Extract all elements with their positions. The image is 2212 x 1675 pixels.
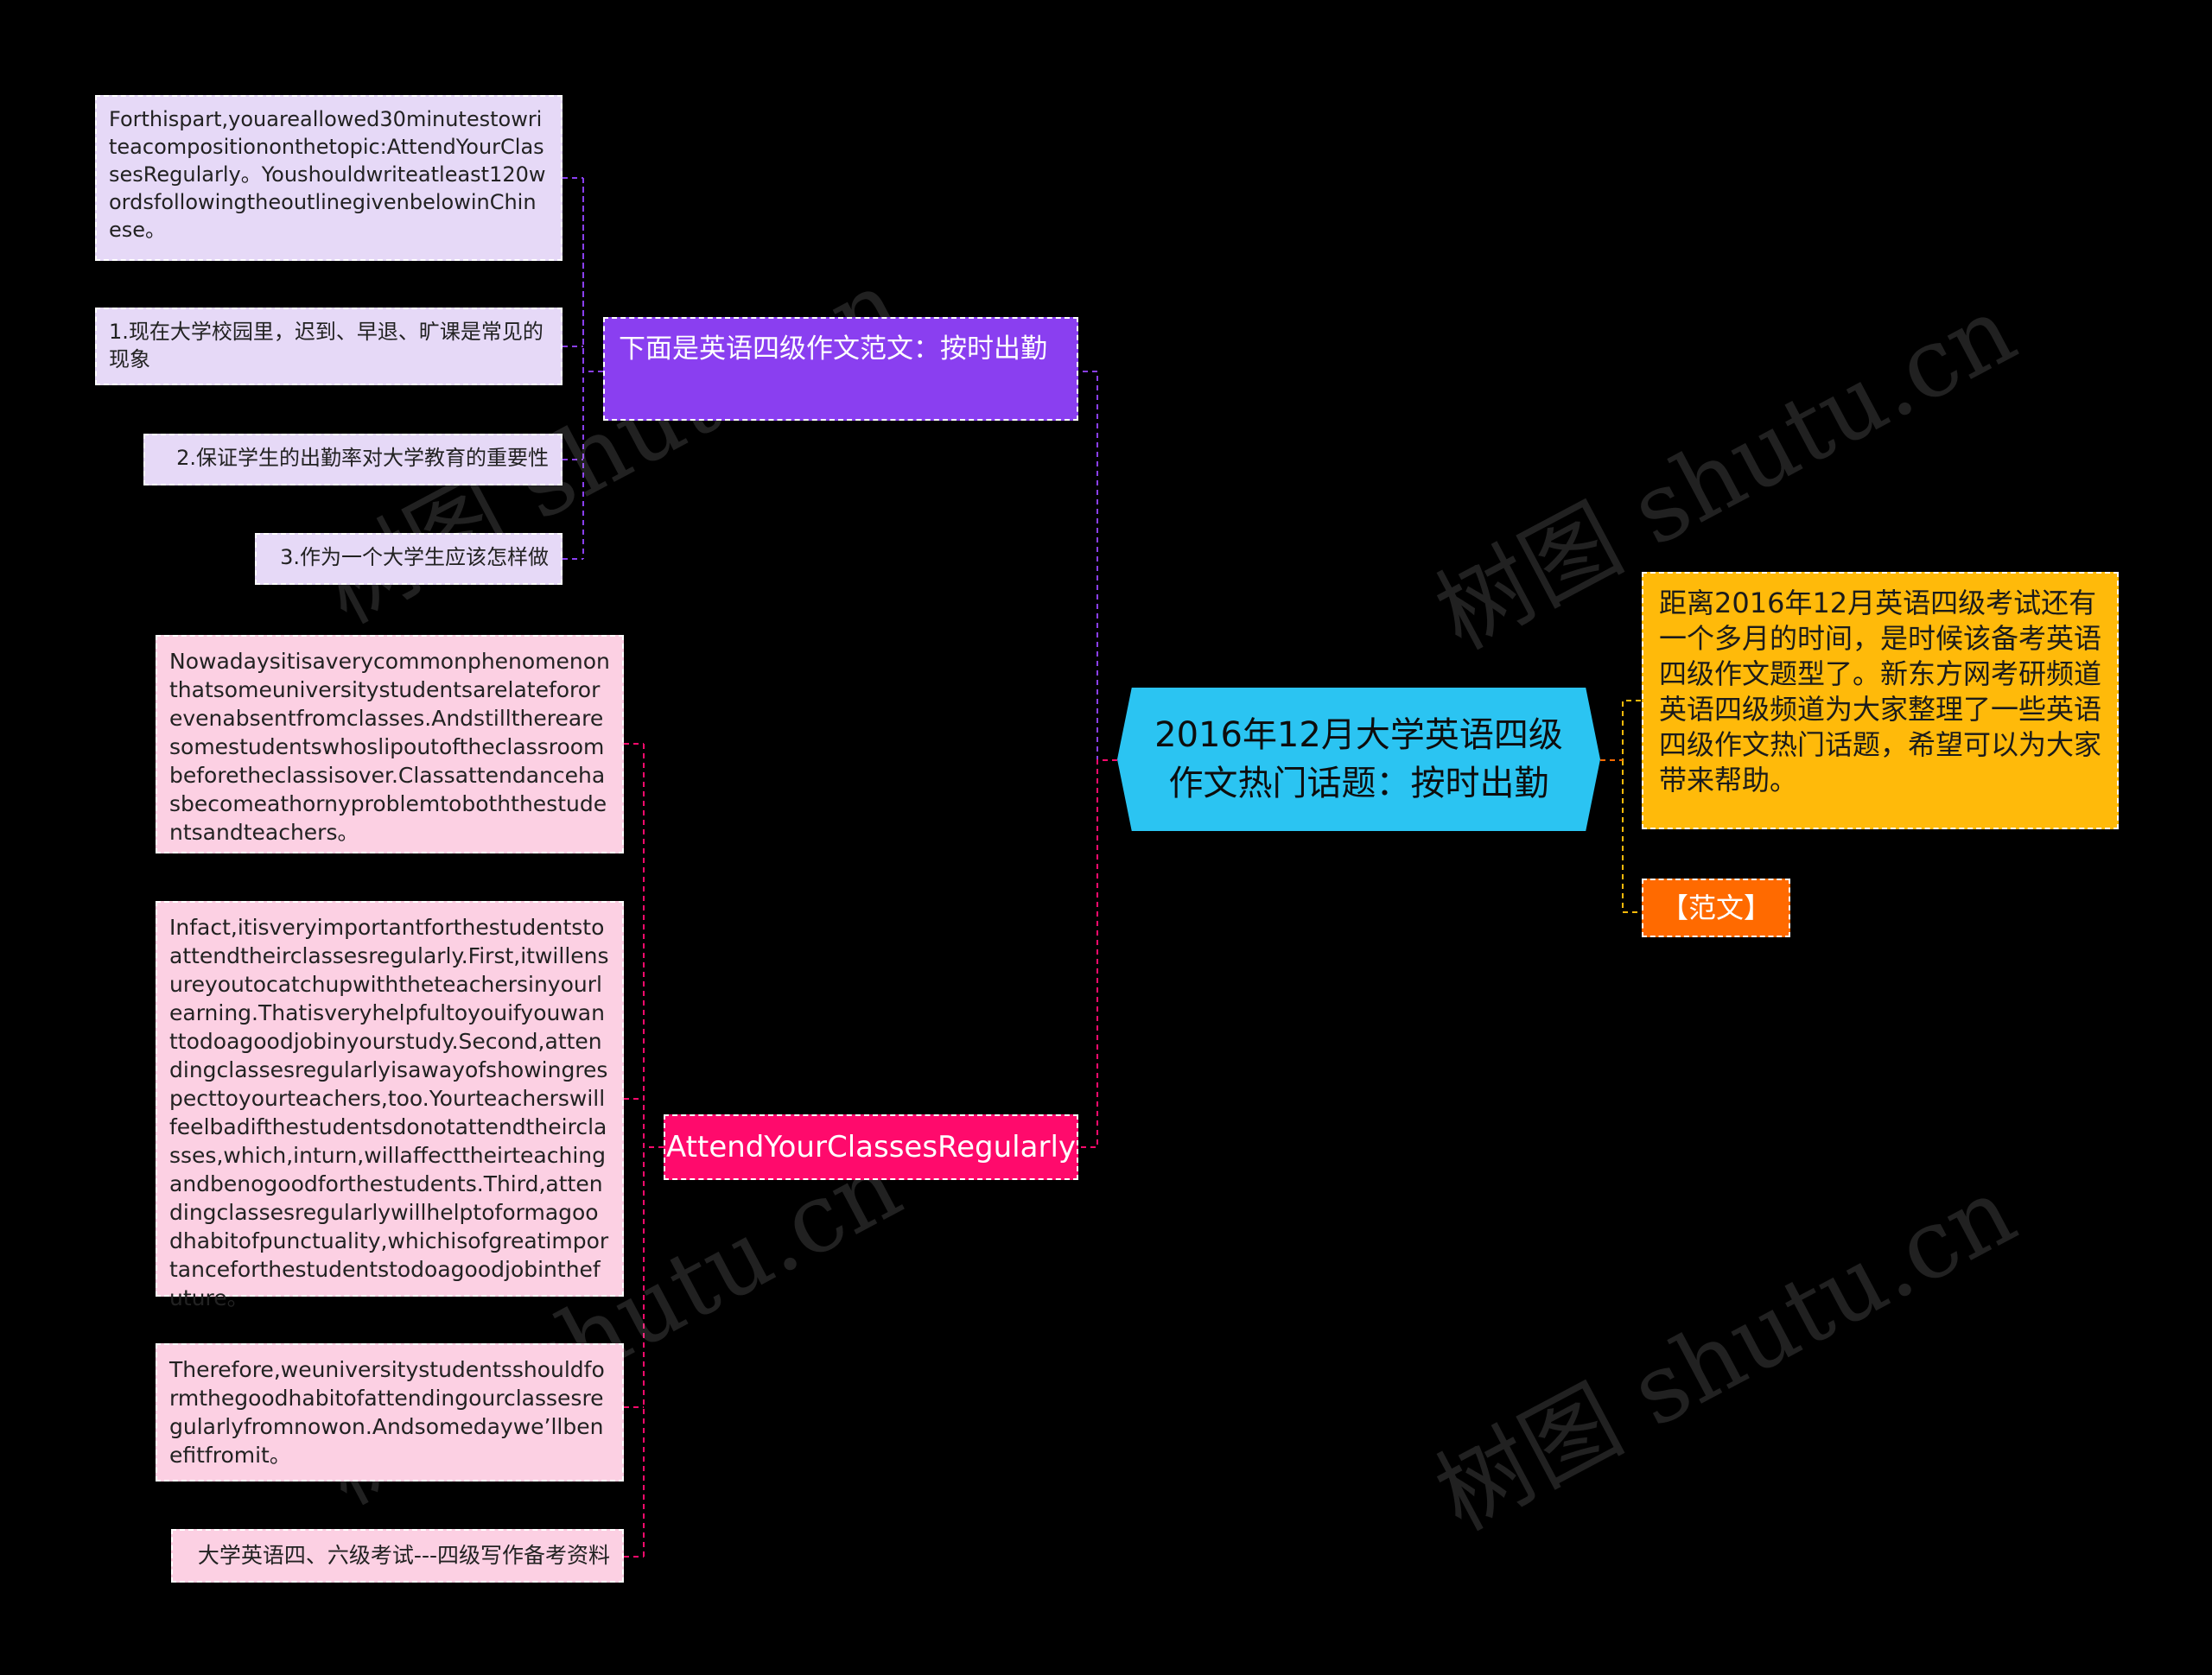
link-center-purple [1078,371,1117,761]
leaf-instructions-text: Forthispart,youareallowed30minutestowrit… [109,107,546,242]
leaf-outline-1[interactable]: 1.现在大学校园里，迟到、早退、旷课是常见的现象 [95,308,563,385]
leaf-paragraph-3[interactable]: Therefore,weuniversitystudentsshouldform… [156,1343,624,1481]
central-topic[interactable]: 2016年12月大学英语四级作文热门话题：按时出勤 [1117,688,1600,831]
leaf-instructions[interactable]: Forthispart,youareallowed30minutestowrit… [95,95,563,261]
central-topic-label: 2016年12月大学英语四级作文热门话题：按时出勤 [1154,715,1563,803]
leaf-outline-3[interactable]: 3.作为一个大学生应该怎样做 [255,533,563,585]
link-center-right [1600,700,1642,913]
leaf-reference[interactable]: 大学英语四、六级考试---四级写作备考资料 [171,1529,624,1583]
leaf-outline-2-text: 2.保证学生的出勤率对大学教育的重要性 [176,446,549,470]
intro-text: 距离2016年12月英语四级考试还有一个多月的时间，是时候该备考英语四级作文题型… [1659,587,2102,796]
leaf-paragraph-1-text: Nowadaysitisaverycommonphenomenonthatsom… [169,649,610,845]
branch-sample-essay[interactable]: 下面是英语四级作文范文：按时出勤 [603,317,1078,421]
link-purple-leaves [563,177,603,560]
leaf-reference-text: 大学英语四、六级考试---四级写作备考资料 [197,1543,610,1568]
branch-sample-essay-label: 下面是英语四级作文范文：按时出勤 [619,333,1047,365]
intro-node[interactable]: 距离2016年12月英语四级考试还有一个多月的时间，是时候该备考英语四级作文题型… [1642,572,2119,829]
sample-essay-tag[interactable]: 【范文】 [1642,879,1791,937]
leaf-outline-1-text: 1.现在大学校园里，迟到、早退、旷课是常见的现象 [109,320,543,371]
link-pink-leaves [624,743,664,1558]
leaf-outline-2[interactable]: 2.保证学生的出勤率对大学教育的重要性 [143,434,563,485]
link-center-pink [1078,759,1117,1148]
leaf-paragraph-3-text: Therefore,weuniversitystudentsshouldform… [169,1357,605,1468]
leaf-paragraph-1[interactable]: Nowadaysitisaverycommonphenomenonthatsom… [156,635,624,853]
leaf-outline-3-text: 3.作为一个大学生应该怎样做 [280,545,549,569]
branch-essay-title-label: AttendYourClassesRegularly [666,1130,1077,1164]
leaf-paragraph-2[interactable]: Infact,itisveryimportantforthestudentsto… [156,901,624,1310]
sample-essay-tag-label: 【范文】 [1661,891,1772,924]
leaf-paragraph-2-text: Infact,itisveryimportantforthestudentsto… [169,915,609,1310]
branch-essay-title[interactable]: AttendYourClassesRegularly [664,1114,1078,1180]
